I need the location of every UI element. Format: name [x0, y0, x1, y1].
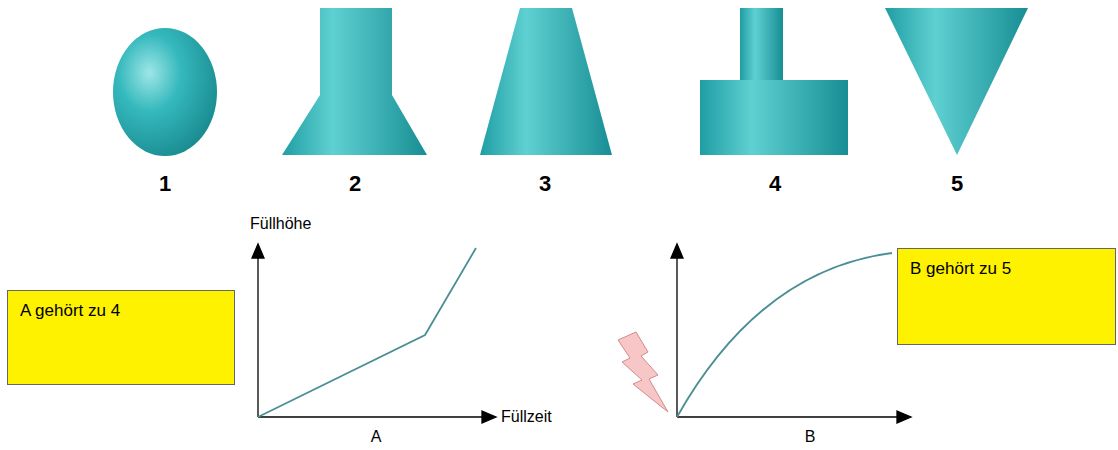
graph-b	[671, 244, 911, 423]
graph-label: A	[371, 428, 382, 446]
answer-text: A gehört zu 4	[20, 301, 120, 320]
graph-a	[252, 244, 496, 423]
axis-label: Füllzeit	[501, 408, 552, 426]
lightning-symbol	[618, 332, 668, 412]
callout-number: 2	[349, 172, 361, 196]
answer-box: A gehört zu 4	[7, 290, 235, 385]
vessel-3	[480, 8, 612, 155]
vessel-2	[282, 8, 427, 155]
callout-number: 3	[539, 172, 551, 196]
vessel-4	[700, 8, 848, 155]
vessel-1	[113, 28, 217, 156]
callout-number: 1	[159, 172, 171, 196]
callout-number: 4	[769, 172, 781, 196]
axis-label: Füllhöhe	[250, 215, 311, 233]
callout-number: 5	[951, 172, 963, 196]
answer-box: B gehört zu 5	[897, 248, 1116, 345]
vessel-5	[885, 8, 1028, 155]
graph-label: B	[805, 428, 816, 446]
answer-text: B gehört zu 5	[910, 259, 1011, 278]
